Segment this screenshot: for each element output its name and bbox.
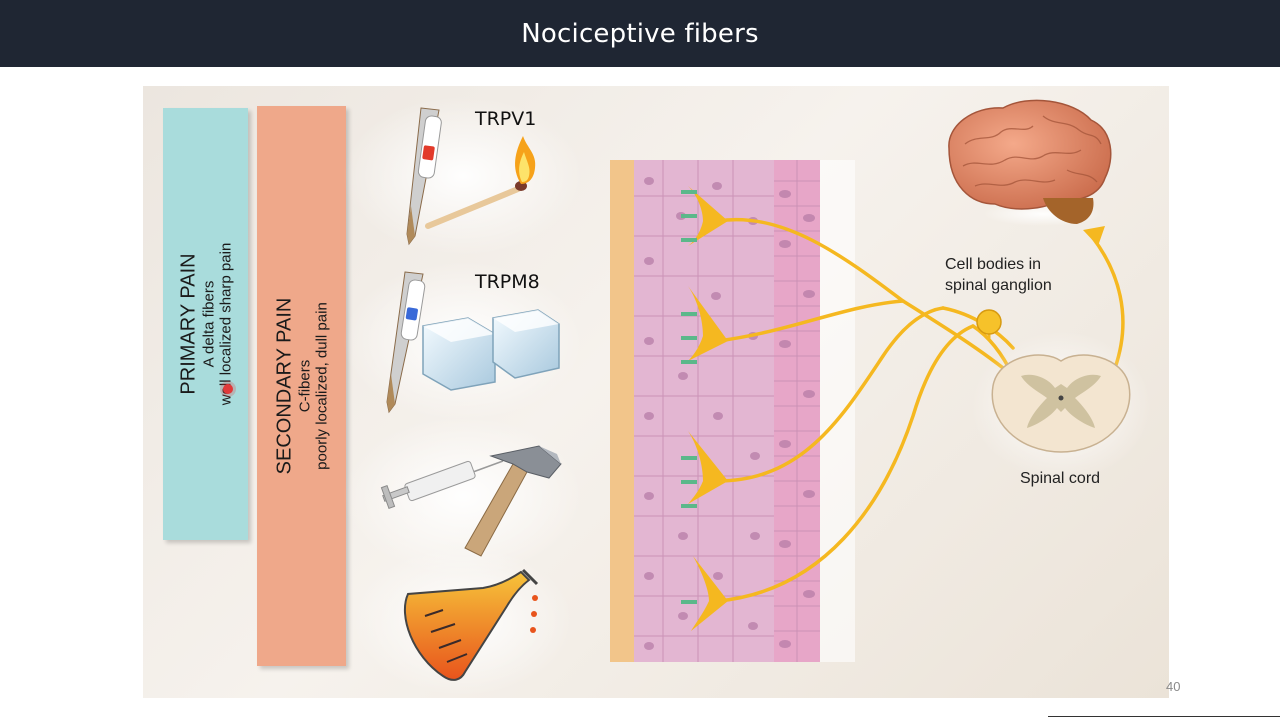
cursor-dot-icon	[223, 384, 233, 394]
bottom-divider	[1048, 716, 1280, 717]
secondary-pain-panel: SECONDARY PAIN C-fibers poorly localized…	[257, 106, 346, 666]
free-nerve-endings	[681, 186, 728, 631]
brain-icon	[948, 99, 1112, 226]
spinal-cord-cross-section	[971, 331, 1151, 481]
primary-pain-panel: PRIMARY PAIN A delta fibers well localiz…	[163, 108, 248, 540]
ganglion-label: Cell bodies in spinal ganglion	[945, 255, 1052, 297]
trpv1-label: TRPV1	[475, 108, 537, 130]
arrow-to-brain-icon	[1083, 226, 1105, 246]
burning-match-icon	[425, 136, 536, 229]
ice-cubes-icon	[422, 309, 560, 391]
thermometer-hot-icon	[406, 107, 442, 246]
title-bar: Nociceptive fibers	[0, 0, 1280, 67]
nociception-figure: PRIMARY PAIN A delta fibers well localiz…	[143, 86, 1169, 698]
syringe-icon	[380, 460, 504, 510]
slide-number: 40	[1166, 679, 1181, 694]
stimuli-and-pathway-illustration	[343, 96, 1151, 696]
trpm8-label: TRPM8	[475, 271, 540, 293]
thermometer-cold-icon	[386, 271, 426, 414]
acid-flask-icon	[403, 568, 539, 681]
slide-title: Nociceptive fibers	[521, 18, 759, 49]
skin-tissue-illustration	[610, 160, 855, 662]
spinal-cord-label: Spinal cord	[1020, 470, 1101, 487]
hammer-icon	[464, 445, 562, 557]
ganglion-label-line1: Cell bodies in	[945, 256, 1042, 273]
spinal-ganglion	[976, 309, 1002, 335]
ganglion-label-line2: spinal ganglion	[945, 276, 1052, 294]
